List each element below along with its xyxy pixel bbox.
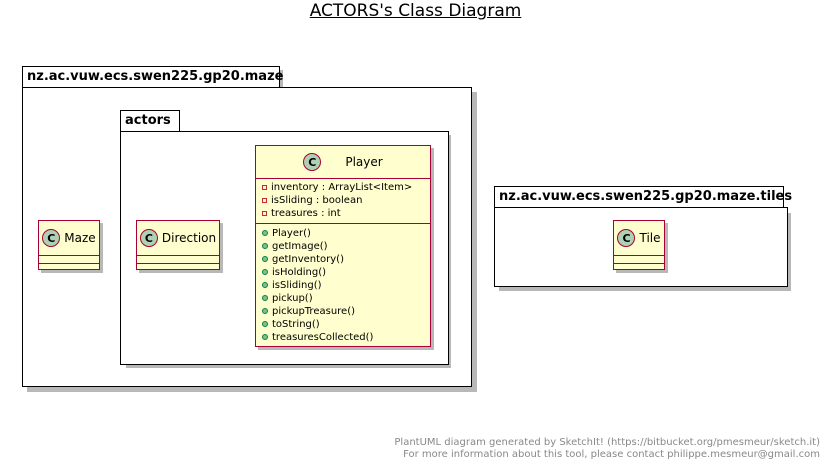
attribute-row: treasures : int <box>256 207 430 220</box>
public-icon <box>262 269 268 275</box>
public-icon <box>262 230 268 236</box>
diagram-title: ACTORS's Class Diagram <box>309 1 522 21</box>
package-tiles-tab: nz.ac.vuw.ecs.swen225.gp20.maze.tiles <box>494 186 792 207</box>
method-row: Player() <box>256 227 430 240</box>
class-maze: C Maze <box>38 220 100 270</box>
class-player-name: Player <box>345 155 383 169</box>
package-maze-name: nz.ac.vuw.ecs.swen225.gp20.maze <box>27 69 284 84</box>
class-icon: C <box>139 229 158 247</box>
methods-section: Player() getImage() getInventory() isHol… <box>256 223 430 346</box>
class-maze-name: Maze <box>64 231 96 245</box>
public-icon <box>262 243 268 249</box>
class-direction-header: C Direction <box>137 221 219 255</box>
class-direction: C Direction <box>136 220 220 270</box>
public-icon <box>262 282 268 288</box>
attributes-section: inventory : ArrayList<Item> isSliding : … <box>256 178 430 223</box>
method-row: isSliding() <box>256 279 430 292</box>
method-row: isHolding() <box>256 266 430 279</box>
public-icon <box>262 295 268 301</box>
method-row: getInventory() <box>256 253 430 266</box>
class-icon: C <box>42 229 61 247</box>
public-icon <box>262 334 268 340</box>
method-row: pickup() <box>256 292 430 305</box>
package-maze-tab: nz.ac.vuw.ecs.swen225.gp20.maze <box>22 66 284 87</box>
class-maze-header: C Maze <box>39 221 99 255</box>
public-icon <box>262 256 268 262</box>
private-icon <box>262 210 267 216</box>
attribute-row: inventory : ArrayList<Item> <box>256 181 430 194</box>
class-tile-header: C Tile <box>614 221 664 255</box>
public-icon <box>262 321 268 327</box>
class-tile: C Tile <box>613 220 665 270</box>
package-tiles-name: nz.ac.vuw.ecs.swen225.gp20.maze.tiles <box>499 189 793 204</box>
public-icon <box>262 308 268 314</box>
class-player-header: C Player <box>256 146 430 178</box>
package-actors-name: actors <box>125 113 171 128</box>
private-icon <box>262 197 267 203</box>
attribute-row: isSliding : boolean <box>256 194 430 207</box>
method-row: treasuresCollected() <box>256 331 430 344</box>
class-tile-name: Tile <box>639 231 661 245</box>
method-row: getImage() <box>256 240 430 253</box>
package-actors-tab: actors <box>120 110 180 131</box>
method-row: toString() <box>256 318 430 331</box>
generator-footer: PlantUML diagram generated by SketchIt! … <box>394 437 820 461</box>
method-row: pickupTreasure() <box>256 305 430 318</box>
class-direction-name: Direction <box>161 231 217 245</box>
class-icon: C <box>303 153 322 171</box>
private-icon <box>262 184 267 190</box>
footer-line-1: PlantUML diagram generated by SketchIt! … <box>394 437 820 448</box>
footer-line-2: For more information about this tool, pl… <box>403 449 820 460</box>
class-icon: C <box>617 229 636 247</box>
class-player: C Player inventory : ArrayList<Item> isS… <box>255 145 431 347</box>
